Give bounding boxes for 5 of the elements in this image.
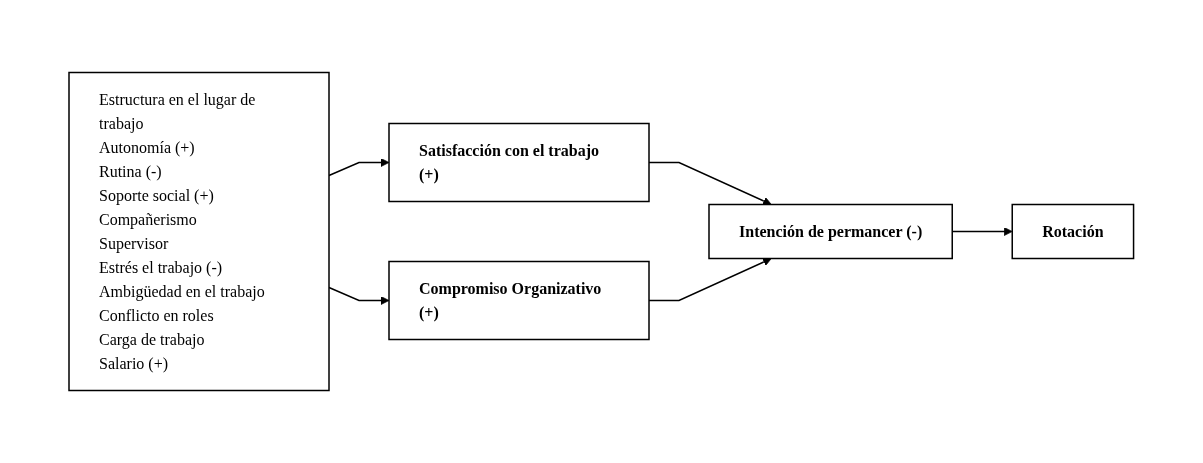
node-box: Estructura en el lugar de trabajo Autonomía (+) Rutina (-) Soporte social (+) Compañerismo Supervisor Estrés el trabajo (-) Ambigüedad en el trabajo Conflicto en roles Carga de trabajo Salario (+): [68, 71, 330, 392]
node-box: Intención de permancer (-): [708, 203, 954, 260]
node-box: Compromiso Organizativo (+): [388, 260, 650, 341]
node-box: Satisfacción con el trabajo (+): [388, 122, 650, 203]
node-box: Rotación: [1011, 203, 1135, 260]
